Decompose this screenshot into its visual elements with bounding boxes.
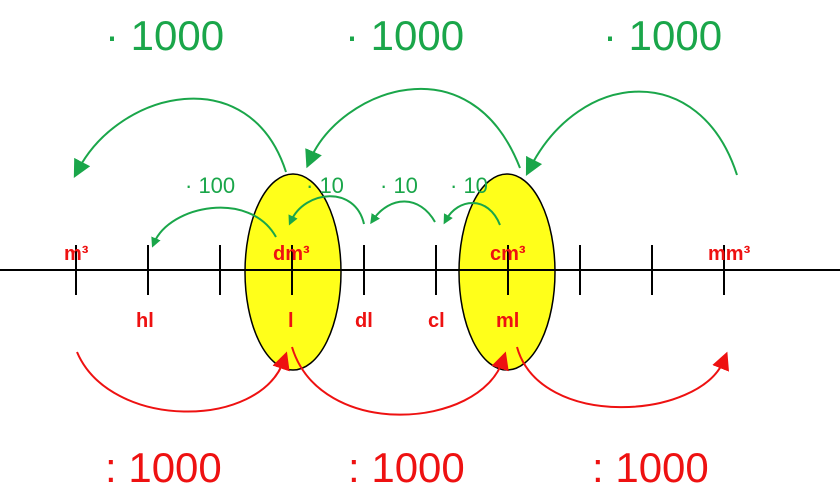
unit-dm3: dm³ <box>273 243 310 265</box>
unit-ml: ml <box>496 310 519 332</box>
small-factor-arrows <box>151 195 501 248</box>
factor-label-10-a: · 10 <box>306 173 344 198</box>
units-bottom: hl l dl cl ml <box>136 310 519 332</box>
small-factor-labels: · 100 · 10 · 10 · 10 <box>185 173 488 198</box>
multiply-label-3: · 1000 <box>603 12 722 59</box>
tick-marks <box>75 245 725 295</box>
divide-label-2: : 1000 <box>348 444 465 491</box>
multiply-label-2: · 1000 <box>345 12 464 59</box>
unit-dl: dl <box>355 310 373 332</box>
divide-arrows <box>76 346 729 416</box>
unit-cm3: cm³ <box>490 243 526 265</box>
arrow-red-3 <box>516 346 729 409</box>
divide-labels: : 1000 : 1000 : 1000 <box>105 444 709 491</box>
factor-label-10-c: · 10 <box>450 173 488 198</box>
unit-cl: cl <box>428 310 445 332</box>
divide-label-1: : 1000 <box>105 444 222 491</box>
arrow-red-1 <box>76 351 290 413</box>
divide-label-3: : 1000 <box>592 444 709 491</box>
unit-hl: hl <box>136 310 154 332</box>
factor-label-10-b: · 10 <box>380 173 418 198</box>
units-top: m³ dm³ cm³ mm³ <box>64 243 751 265</box>
unit-l: l <box>288 310 294 332</box>
arrow-red-2 <box>291 346 509 416</box>
unit-mm3: mm³ <box>708 243 751 265</box>
multiply-labels: · 1000 · 1000 · 1000 <box>105 12 722 59</box>
factor-label-100: · 100 <box>185 173 235 198</box>
arrow-green-small-2 <box>288 195 365 226</box>
arrow-green-small-4 <box>443 202 501 226</box>
arrow-green-big-2 <box>305 88 521 169</box>
arrow-green-big-3 <box>525 90 738 177</box>
arrow-green-small-1 <box>151 206 277 248</box>
unit-m3: m³ <box>64 243 89 265</box>
arrow-green-small-3 <box>370 200 436 225</box>
arrow-green-big-1 <box>73 97 287 178</box>
multiply-label-1: · 1000 <box>105 12 224 59</box>
multiply-arrows <box>73 88 738 178</box>
